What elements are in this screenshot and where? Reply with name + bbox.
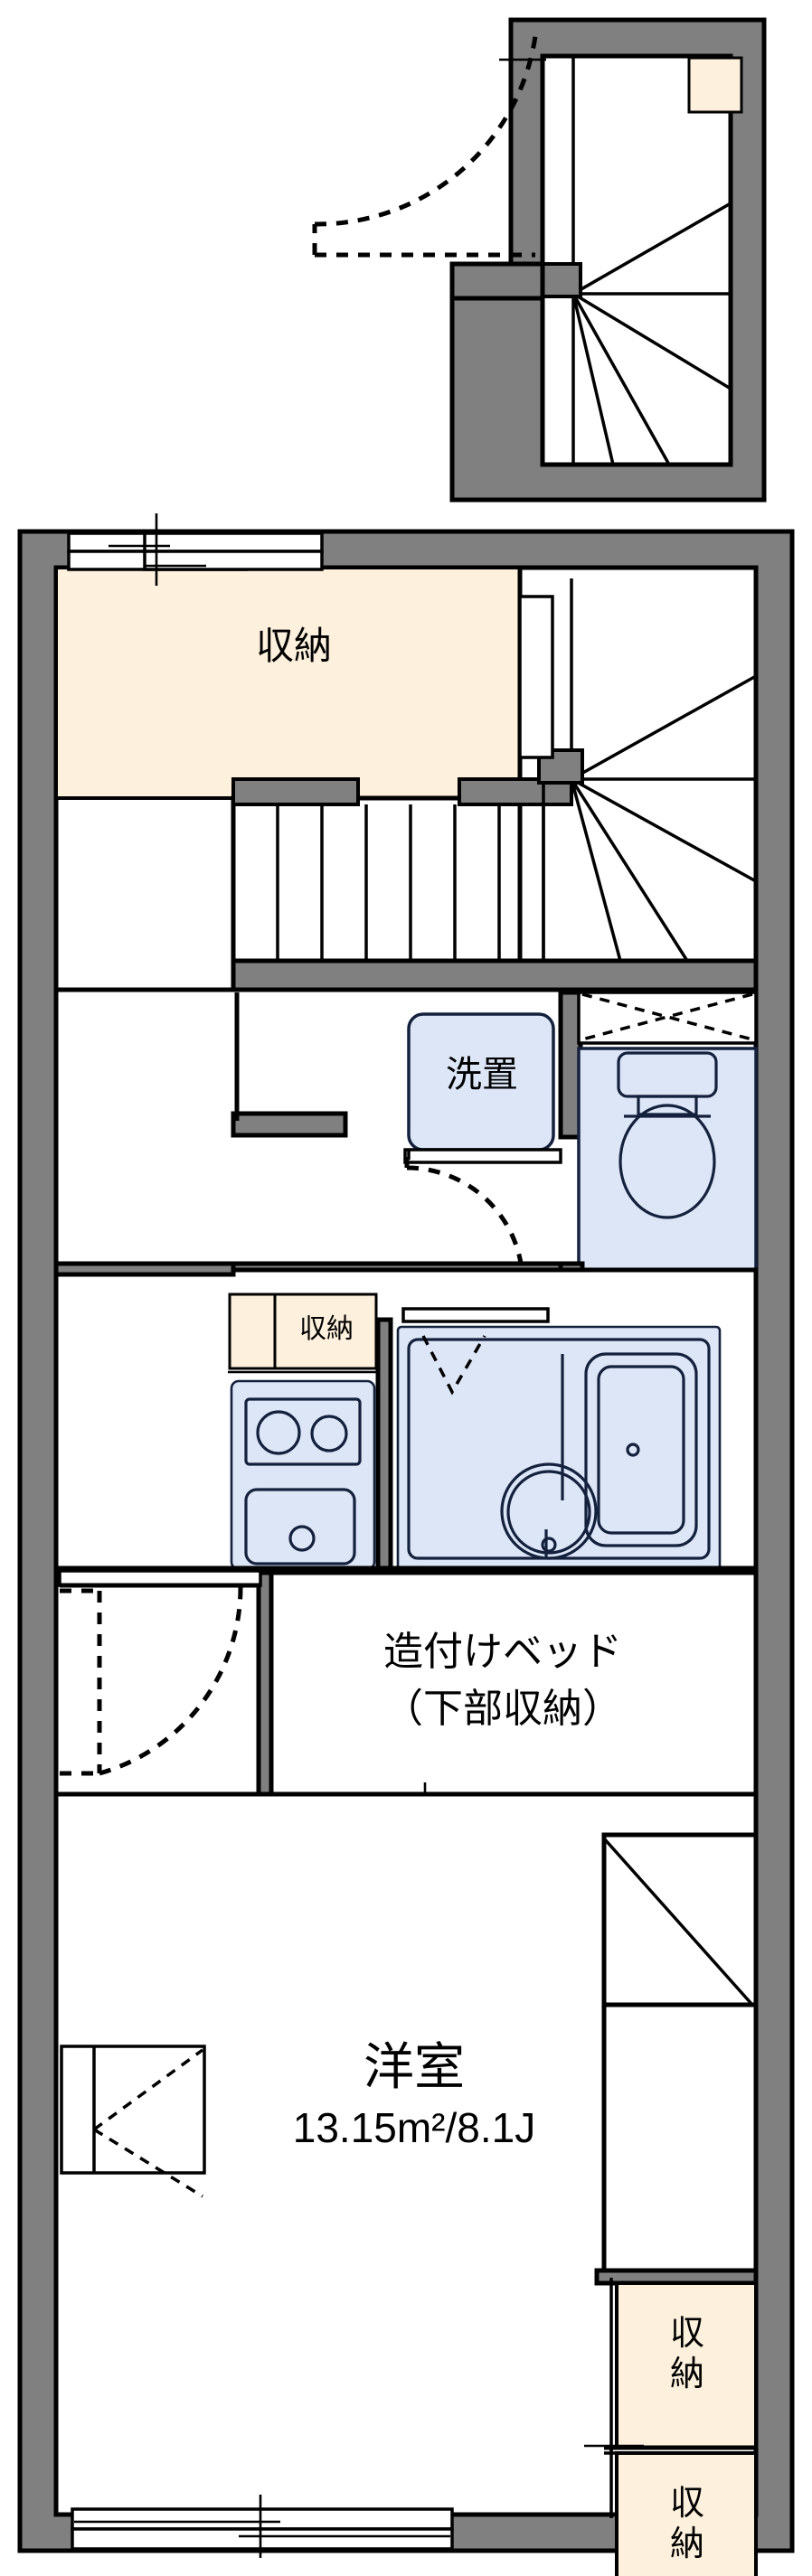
gas-stove-icon [244,1397,362,1466]
stair-bottom-wall [231,958,759,992]
unit-bath [396,1307,722,1571]
upper-storage-area [54,513,522,800]
closet-lower-label-char1: 収納 [669,2485,704,2563]
stairs-upper-treads [541,56,732,465]
closet-divider-top [594,2268,759,2286]
washer-space-label: 洗置 [446,1055,518,1095]
closet-lower [615,2451,758,2576]
upper-floor-block [312,17,767,503]
storage-right-opening [518,595,554,759]
built-in-bed-label-line1: 造付けベッド [383,1630,622,1674]
bed-left-wall [256,1570,274,1797]
kitchen-storage-label: 収納 [299,1314,354,1344]
closet-lower-label: 収納 [633,2484,741,2565]
balcony-window [71,2495,454,2558]
washer-door-panel [403,1148,562,1164]
kitchen-bath-wall [375,1317,393,1572]
entrance-door [312,35,538,258]
side-window [60,2045,206,2198]
entrance-step [687,56,743,114]
toilet-icon [617,1051,718,1219]
room-door [58,1569,262,1776]
stairs-landing-wall [537,262,582,298]
room-area-label: 13.15m²/8.1J [292,2104,536,2151]
bath-door-panel [401,1307,550,1323]
kitchen-bath-zone [53,1261,759,1572]
kitchen-storage-left [228,1293,277,1370]
kitchen-counter [230,1379,376,1571]
sanitary-door [404,1157,525,1284]
stair-treads-winder [542,578,757,962]
upper-storage-label: 収納 [255,625,332,667]
stair-top-wall-left [231,777,360,806]
built-in-bed-label-line2: （下部収納） [383,1687,622,1731]
room-name-label: 洋室 [364,2038,465,2095]
kitchen-sink-icon [244,1488,356,1565]
hall-partition [231,1111,348,1138]
toilet-room [577,1047,758,1274]
upper-right-niche [601,1832,759,2009]
sanitary-zone [53,987,759,1284]
entrance-threshold [449,261,545,301]
closet-upper-label: 収納 [633,2314,741,2395]
closet-upper-label-char1: 収納 [669,2315,704,2393]
kitchen-storage-right [273,1293,378,1370]
main-room-area [53,1791,759,2576]
